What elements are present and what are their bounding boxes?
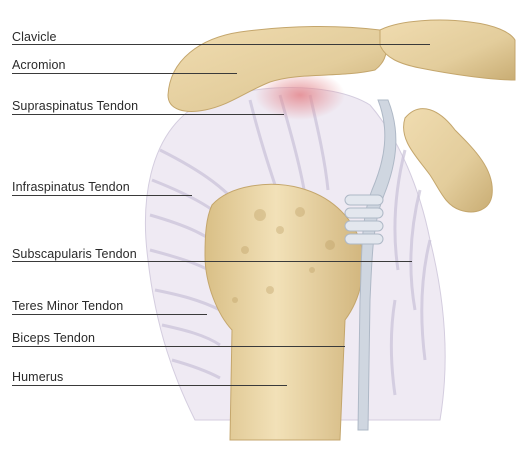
leader-biceps (12, 346, 345, 347)
leader-acromion (12, 73, 237, 74)
label-teres-minor: Teres Minor Tendon (12, 299, 123, 313)
leader-supraspinatus (12, 114, 284, 115)
leader-teres-minor (12, 314, 207, 315)
label-biceps: Biceps Tendon (12, 331, 95, 345)
label-acromion: Acromion (12, 58, 66, 72)
leader-humerus (12, 385, 287, 386)
leader-subscapularis (12, 261, 412, 262)
leader-clavicle (12, 44, 430, 45)
label-subscapularis: Subscapularis Tendon (12, 247, 137, 261)
leader-infraspinatus (12, 195, 192, 196)
label-supraspinatus: Supraspinatus Tendon (12, 99, 138, 113)
label-humerus: Humerus (12, 370, 63, 384)
clavicle-bone (380, 20, 515, 80)
label-infraspinatus: Infraspinatus Tendon (12, 180, 130, 194)
label-clavicle: Clavicle (12, 30, 57, 44)
